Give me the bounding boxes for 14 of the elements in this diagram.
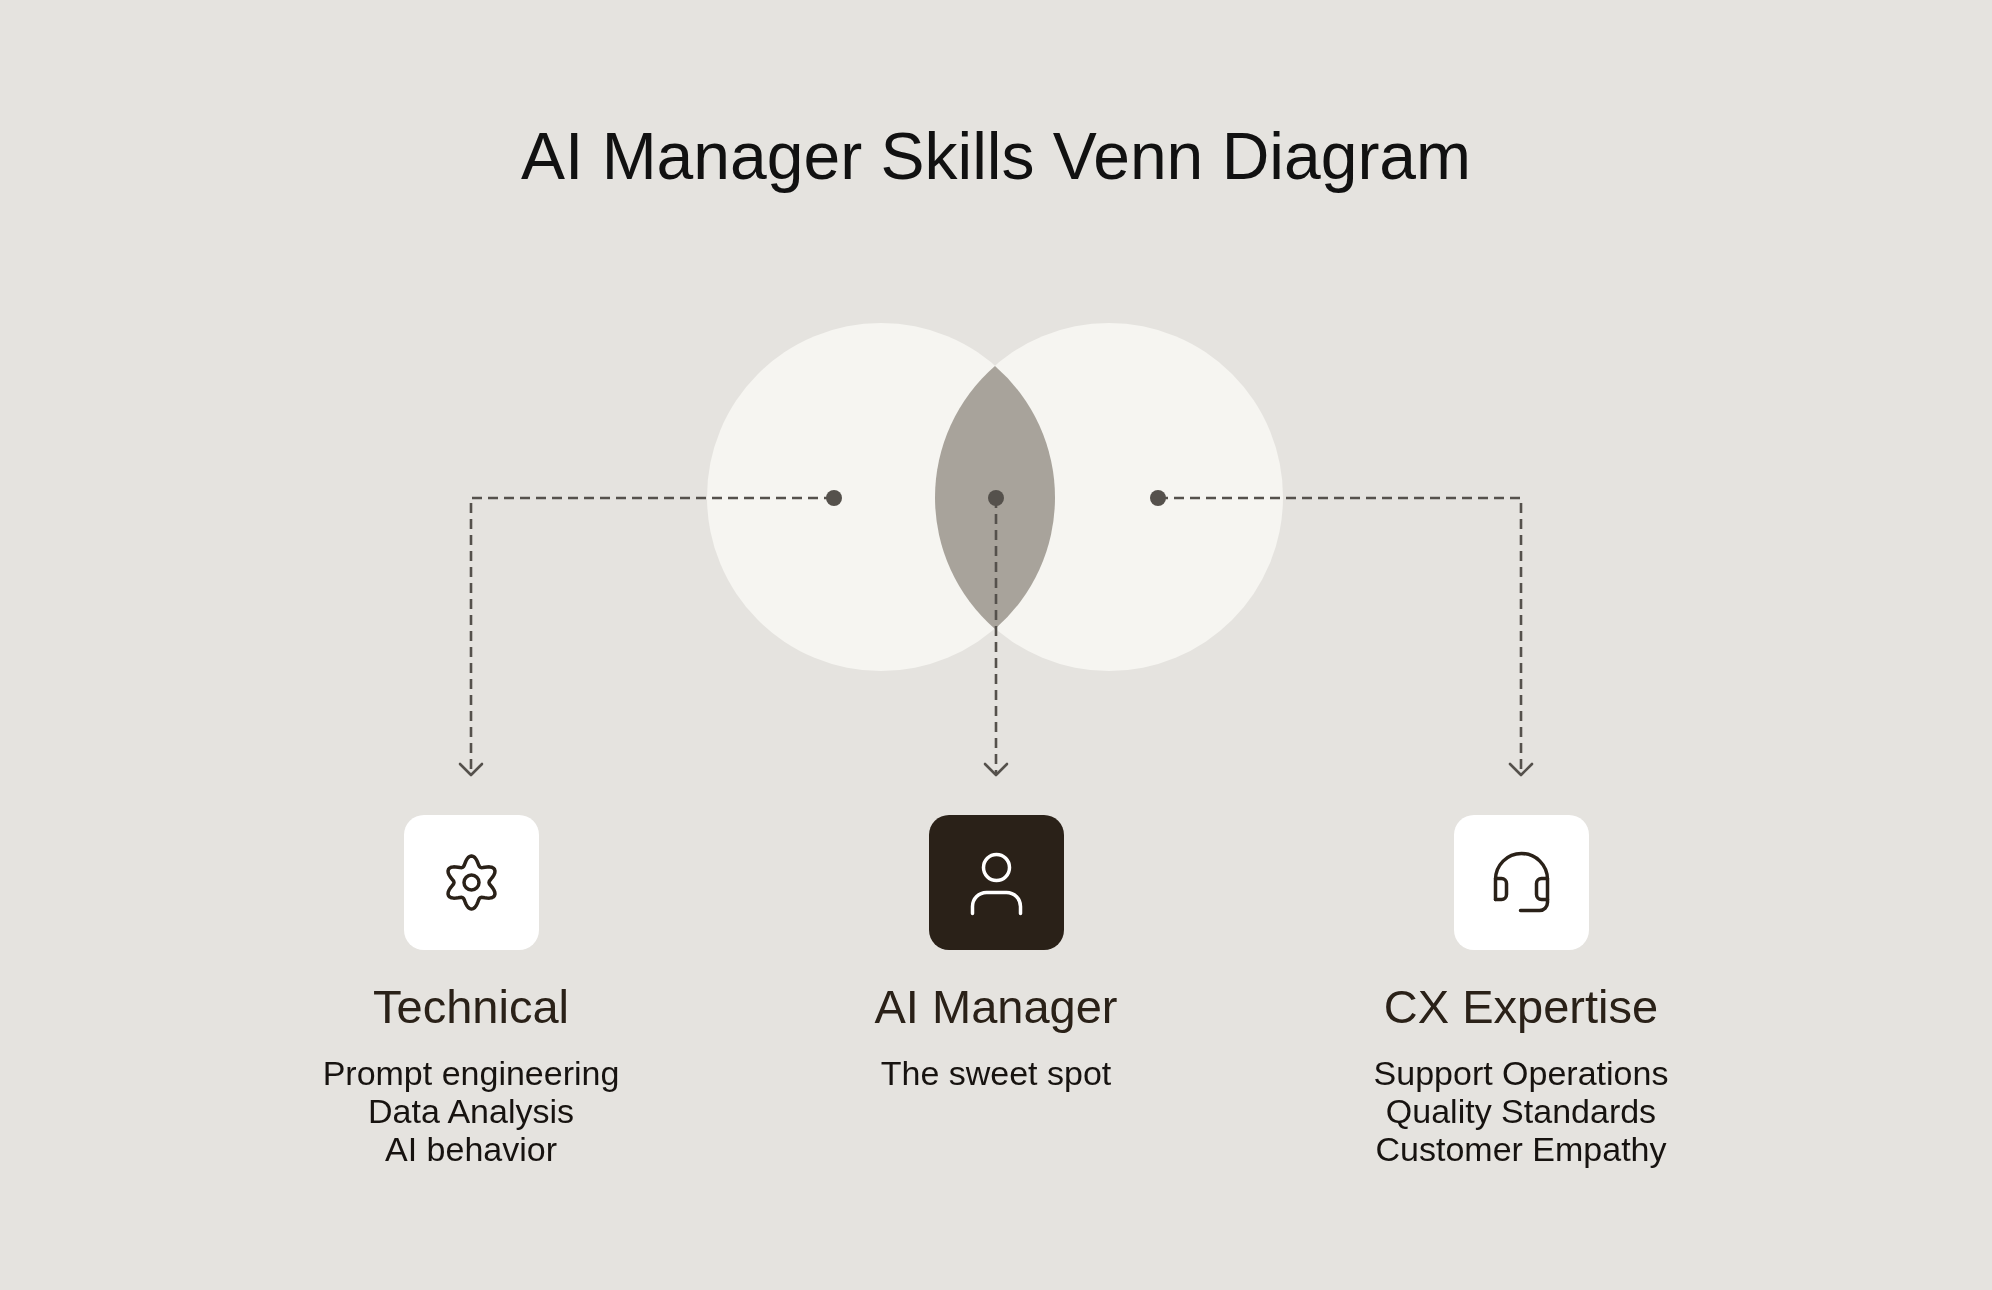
leader-arrow [983,490,1009,777]
leader-arrow [1150,490,1534,777]
skill-text: Data Analysis [368,1092,574,1130]
category-heading: Technical [373,979,569,1035]
skill-text: Support Operations [1373,1054,1669,1092]
leader-arrow [458,490,842,777]
skill-text: Quality Standards [1385,1092,1657,1130]
category-heading: AI Manager [874,979,1118,1035]
skill-text: Prompt engineering [322,1054,620,1092]
description-text: The sweet spot [880,1054,1112,1092]
diagram-title: AI Manager Skills Venn Diagram [520,118,1472,194]
category-heading: CX Expertise [1383,979,1659,1035]
skill-text: Customer Empathy [1375,1130,1667,1168]
skill-text: AI behavior [385,1130,557,1168]
